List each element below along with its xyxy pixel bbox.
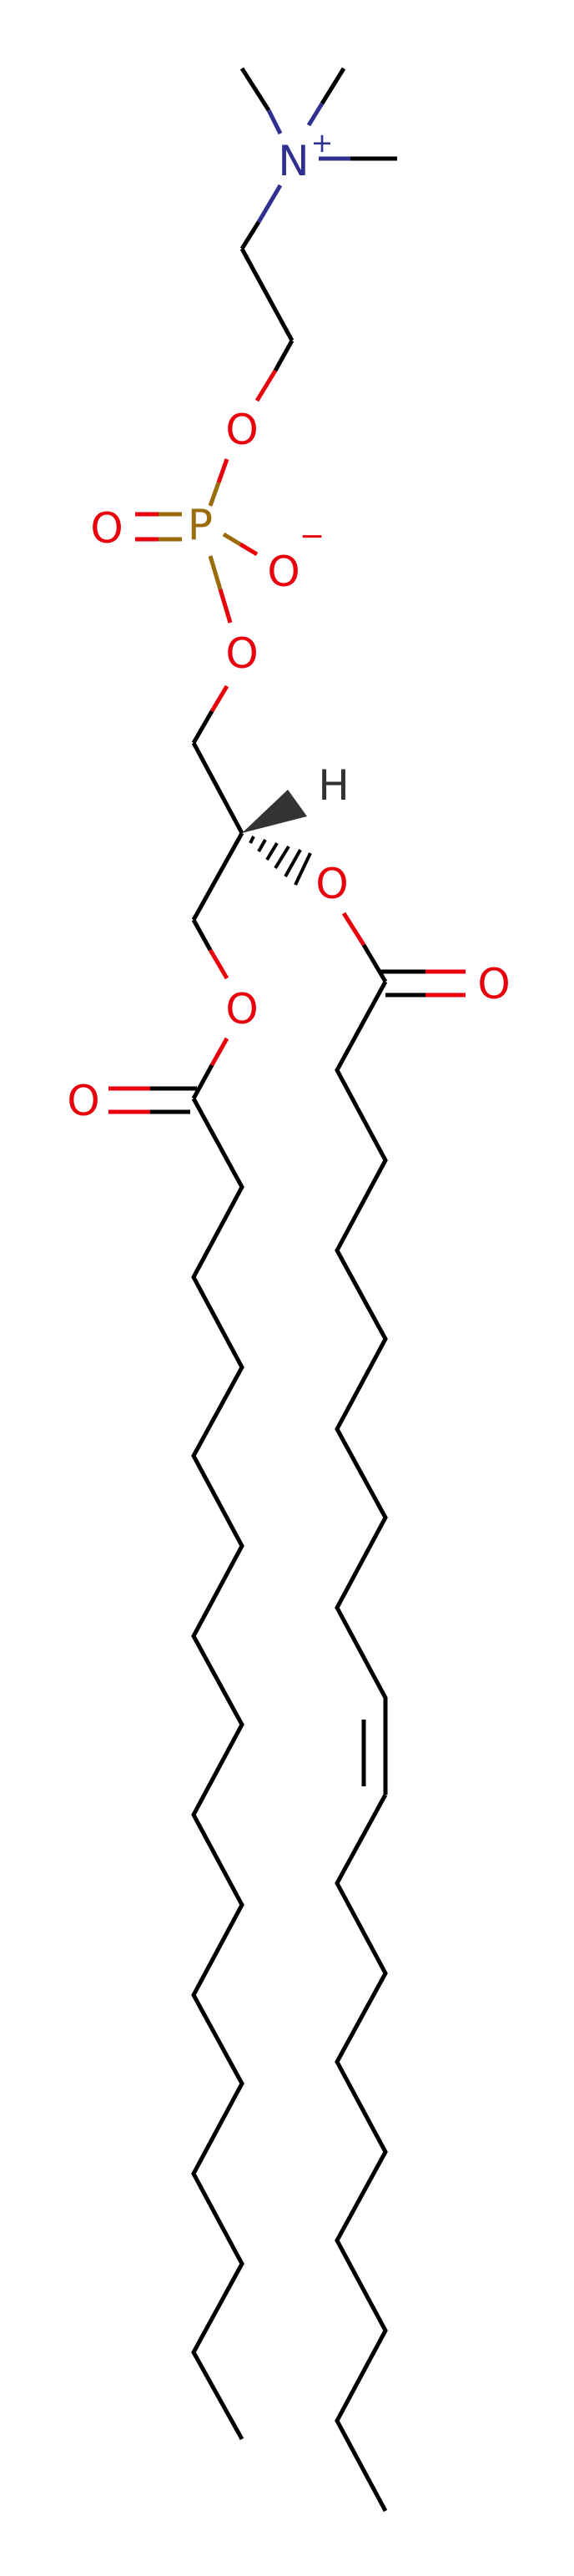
oxygen-sn1: O (225, 985, 258, 1033)
oxygen-anion-charge: − (300, 519, 325, 553)
bond-ch2-ch2 (239, 247, 295, 342)
bond-ch2-o (273, 339, 295, 372)
bond-o-p-red (216, 458, 229, 483)
oleoyl-chain-upper (335, 980, 388, 1795)
oxygen-phosphate-top: O (225, 406, 258, 454)
bond-o-ch2-red (209, 684, 229, 713)
bond-n-ch2 (256, 184, 283, 224)
bond-o-c-sn1-red (209, 1037, 229, 1067)
oxygen-anion: O (267, 548, 300, 596)
bond-p-ominus-red (239, 542, 259, 557)
bond-o-p (208, 482, 221, 507)
bond-ch2-ch (191, 741, 244, 835)
bond-p-ominus (222, 532, 242, 547)
bond-ch2-o-sn1-red (208, 948, 229, 980)
hash-bond-o (249, 836, 312, 886)
bond-o-c-sn2 (361, 943, 388, 983)
palmitoyl-chain: O (67, 1037, 244, 2441)
bond-methyl-1 (239, 67, 271, 112)
oxygen-sn1-carbonyl: O (67, 1077, 99, 1125)
bond-methyl-2 (320, 67, 346, 105)
oleoyl-chain-lower (335, 1793, 388, 2513)
bond-methyl-1-n (266, 109, 283, 135)
bond-ch2-o-red (254, 369, 278, 402)
phosphorus-label: P (188, 501, 213, 549)
oxygen-phosphate-bottom: O (225, 629, 258, 678)
bond-p-o-lower-red (218, 588, 233, 624)
hydrogen-label: H (318, 761, 350, 810)
bond-o-c-sn2-red (341, 912, 366, 947)
bond-p-o-lower (208, 555, 223, 590)
palmitoyl-chain-zigzag (191, 1097, 244, 2441)
wedge-bond-h (242, 790, 307, 833)
oxygen-phosphoryl: O (90, 504, 123, 553)
glycerol-backbone: H O O (191, 684, 350, 1033)
bond-ch2-o-sn1 (191, 918, 213, 952)
choline-group: N + O (225, 67, 397, 454)
bond-methyl-2-n (306, 102, 325, 127)
phosphate-group: P O O − O (90, 458, 325, 678)
nitrogen-charge: + (311, 127, 334, 159)
oleoyl-chain: O (335, 912, 511, 2513)
bond-o-c-sn1 (191, 1063, 214, 1100)
oxygen-sn2: O (315, 860, 348, 908)
bond-o-ch2 (191, 710, 214, 745)
oxygen-sn2-carbonyl: O (477, 960, 510, 1008)
nitrogen-label: N (278, 137, 309, 185)
bond-ch2-a (239, 220, 261, 250)
bond-ch-ch2 (191, 831, 244, 922)
